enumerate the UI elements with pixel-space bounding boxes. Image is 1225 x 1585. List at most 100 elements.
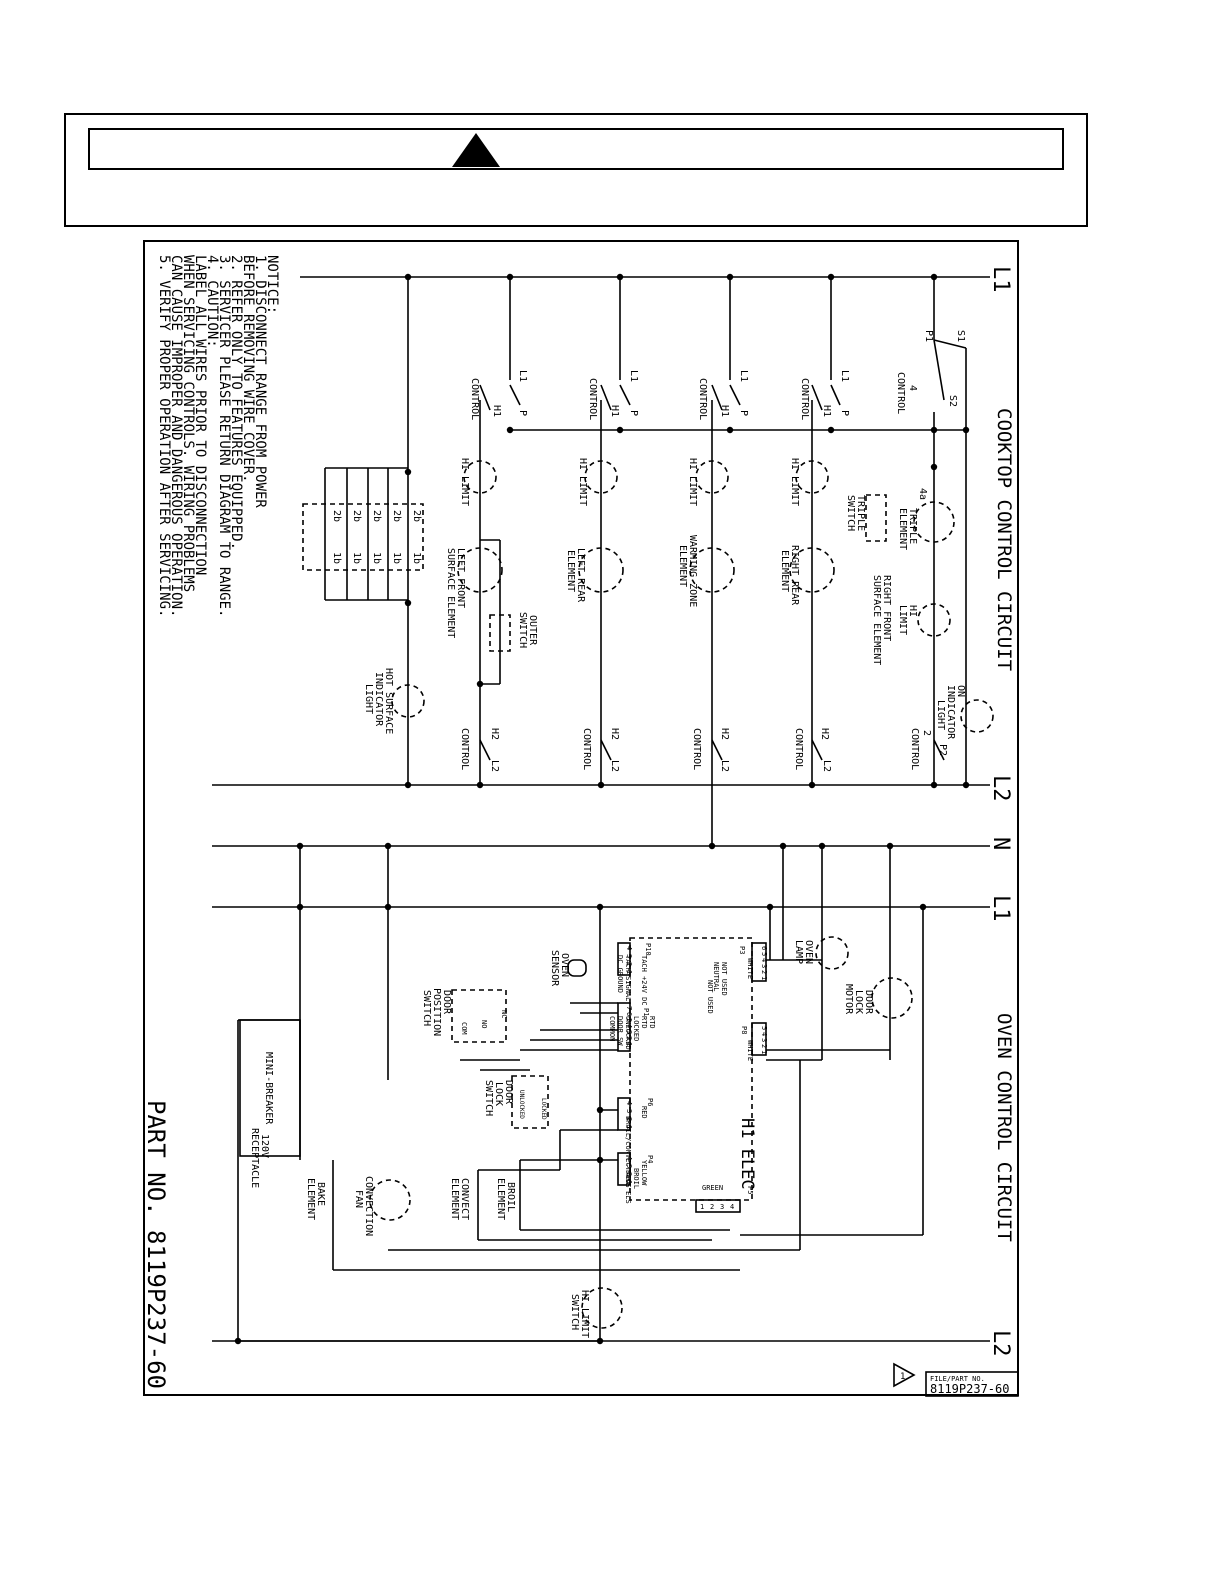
label-dlm-3: MOTOR <box>843 984 854 1015</box>
label-broil-el-1: BROIL <box>505 1182 516 1212</box>
notice-line-1: 1. DISCONNECT RANGE FROM POWER <box>252 255 268 508</box>
label-lr-h1: H1 <box>609 405 620 417</box>
label-bake-el-2: ELEMENT <box>305 1178 316 1220</box>
label-white-p3: WHITE <box>746 958 754 979</box>
pin-p1-2: 2 <box>625 1036 633 1040</box>
label-hot-light-3: LIGHT <box>363 684 374 714</box>
label-wz-element-1: WARMING ZONE <box>687 535 698 607</box>
label-triple-switch-1: TRIPLE <box>855 495 866 531</box>
label-not-used-1: NOT USED <box>720 962 728 996</box>
label-hot-light-1: HOT SURFACE <box>383 668 394 734</box>
pin-p1-6: 6 <box>625 1012 633 1016</box>
label-lr-l2: L2 <box>609 760 620 772</box>
label-h1-elec: H1 ELEC <box>737 1118 757 1190</box>
label-dlm-2: LOCK <box>853 990 864 1014</box>
label-p6: P6 <box>646 1098 654 1106</box>
label-convect-el-1: CONVECT <box>459 1178 470 1220</box>
label-lf-hilimit: HI LIMIT <box>459 458 470 506</box>
label-rr-element-2: ELEMENT <box>779 550 790 592</box>
label-common: COMMON <box>608 1016 616 1041</box>
label-triple-element-1: TRIPLE <box>907 508 918 544</box>
label-rr-control-2: CONTROL <box>793 728 804 770</box>
label-broil-el-2: ELEMENT <box>495 1178 506 1220</box>
pin-p5-1: 1 <box>700 1203 704 1211</box>
pin-p10-3: 3 <box>625 954 633 958</box>
label-rr-h1: H1 <box>821 405 832 417</box>
label-four: 4 <box>907 385 918 391</box>
label-dps-3: SWITCH <box>421 990 432 1026</box>
notice-heading: NOTICE: <box>264 255 280 314</box>
label-lf-control: CONTROL <box>469 378 480 420</box>
label-on-light-2: INDICATOR <box>945 685 956 740</box>
warning-triangle-icon <box>452 133 500 167</box>
label-outer-switch-2: SWITCH <box>517 612 528 648</box>
label-wz-control: CONTROL <box>697 378 708 420</box>
label-lr-control: CONTROL <box>587 378 598 420</box>
notice-line-6: LABEL ALL WIRES PRIOR TO DISCONNECTION <box>192 255 208 575</box>
pin-p4-4: 4 <box>625 1156 633 1160</box>
pin-p1-5: 5 <box>625 1018 633 1022</box>
label-door-sw: DOOR SW <box>616 1016 624 1046</box>
label-rec-1: 120V <box>259 1134 270 1158</box>
oven-components <box>239 936 913 1329</box>
oven-sensor-icon <box>567 959 587 977</box>
label-wz-h1: H1 <box>719 405 730 417</box>
title-block-file-no: 8119P237-60 <box>930 1382 1009 1396</box>
warning-header <box>88 128 1064 170</box>
label-broil: BROIL <box>632 1168 640 1189</box>
label-locked: LOCKED <box>632 1016 640 1041</box>
label-sensor-2: SENSOR <box>549 950 560 987</box>
pin-p3-1: 1 <box>760 976 768 980</box>
notice-line-3: 2. REFER ONLY TO FEATURES EQUIPPED. <box>228 255 244 550</box>
cooktop-section-title: COOKTOP CONTROL CIRCUIT <box>993 408 1015 671</box>
label-lf-l1: L1 <box>517 370 528 382</box>
label-sensor-1: OVEN <box>559 953 570 977</box>
pin-p5-4: 4 <box>730 1203 734 1211</box>
label-mini-breaker: MINI-BREAKER <box>263 1052 274 1125</box>
notice-line-4: 3. SERVICER PLEASE RETURN DIAGRAM TO RAN… <box>216 255 232 617</box>
label-2b-2: 2b <box>391 510 402 522</box>
label-rf-limit: LIMIT <box>897 605 908 635</box>
pin-p10-2: 2 <box>625 962 633 966</box>
oven-section-title: OVEN CONTROL CIRCUIT <box>993 1013 1015 1242</box>
label-lf-p: P <box>517 410 528 416</box>
label-rr-l1: L1 <box>839 370 850 382</box>
label-rf-hi: HI <box>907 605 918 617</box>
label-tachsig: TACH SIGNAL <box>624 955 632 1001</box>
line-label-n: N <box>988 837 1013 850</box>
notice-block: NOTICE: 1. DISCONNECT RANGE FROM POWER B… <box>156 255 280 617</box>
label-hls-1: HI LIMIT <box>579 1290 590 1338</box>
label-rr-l2: L2 <box>821 760 832 772</box>
label-lr-h2: H2 <box>609 728 620 740</box>
label-dps-2: POSITION <box>431 988 442 1036</box>
label-nc: NC <box>500 1010 508 1018</box>
pin-p5-2: 2 <box>710 1203 714 1211</box>
label-triple-switch-2: SWITCH <box>845 495 856 531</box>
label-two: 2 <box>921 730 932 736</box>
label-1b-1: 1b <box>411 552 422 564</box>
label-lf-h2: H2 <box>489 728 500 740</box>
label-green: GREEN <box>702 1184 723 1192</box>
pin-p8-4: 4 <box>760 1032 768 1036</box>
label-p1: P1 <box>642 1008 650 1016</box>
warning-box <box>64 113 1088 227</box>
notice-line-7: WHEN SERVICING CONTROLS. WIRING PROBLEMS <box>180 255 196 592</box>
notice-line-2: BEFORE REMOVING WIRE COVER. <box>240 255 256 483</box>
cooktop-branches <box>407 277 967 846</box>
label-on-light-1: ON <box>955 685 966 697</box>
label-lf-h1: H1 <box>491 405 502 417</box>
notice-line-9: 5. VERIFY PROPER OPERATION AFTER SERVICI… <box>156 255 172 617</box>
pin-p3-6: 6 <box>760 946 768 950</box>
label-p5: P5 <box>746 1186 754 1194</box>
line-label-l2-top: L2 <box>988 775 1013 802</box>
label-2b-3: 2b <box>371 510 382 522</box>
label-lf-element-1: LEFT FRONT <box>455 548 466 608</box>
label-1b-4: 1b <box>351 552 362 564</box>
label-rf-element-2: SURFACE ELEMENT <box>871 575 882 665</box>
pin-p1-1: 1 <box>625 1042 633 1046</box>
label-control-p2: CONTROL <box>909 728 920 770</box>
label-s2: S2 <box>947 395 958 407</box>
notice-line-8: CAN CAUSE IMPROPER AND DANGEROUS OPERATI… <box>168 255 184 617</box>
pin-p10-1: 1 <box>625 970 633 974</box>
